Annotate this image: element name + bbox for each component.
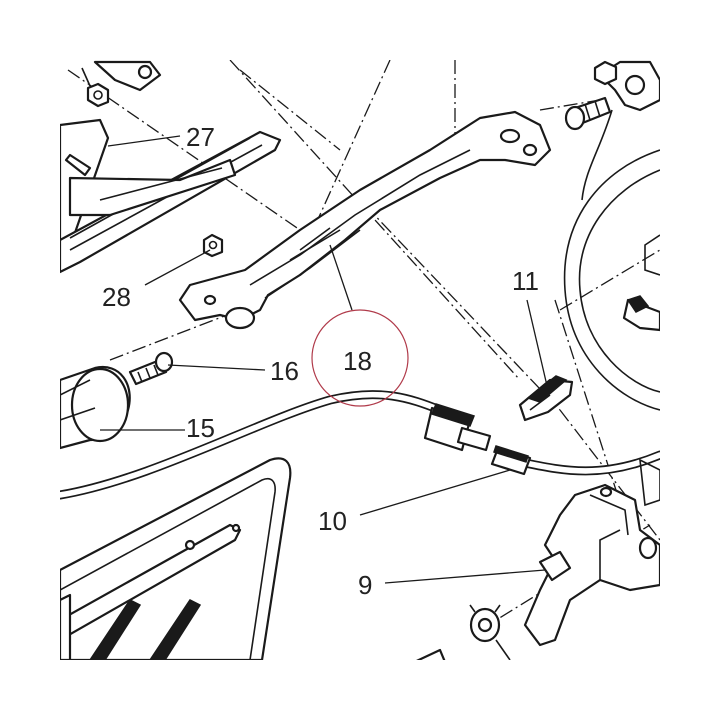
connector-pair (423, 403, 532, 476)
highlight-circle (311, 309, 409, 407)
nut-28 (202, 233, 224, 258)
callout-16: 16 (270, 356, 299, 386)
callout-10: 10 (318, 506, 347, 536)
right-cover (563, 109, 660, 411)
callout-27: 27 (186, 122, 215, 152)
upper-left-plate (60, 60, 282, 274)
callout-labels: 27 28 16 18 15 11 10 9 (102, 122, 539, 600)
cable-10 (60, 390, 660, 500)
callout-11: 11 (512, 266, 539, 296)
lower-bracket-9 (523, 458, 660, 647)
bolts-bottom (416, 604, 511, 660)
leader-lines (100, 135, 549, 584)
callout-18: 18 (343, 346, 372, 376)
right-connector (622, 295, 660, 332)
bracket-arm-18 (178, 110, 552, 330)
bolt-top-right (564, 60, 660, 131)
callout-15: 15 (186, 413, 215, 443)
callout-9: 9 (358, 570, 372, 600)
bolt-16 (128, 351, 174, 386)
cylinder-15 (60, 365, 131, 450)
license-plate-frame (60, 457, 292, 660)
callout-28: 28 (102, 282, 131, 312)
nut-top-left (81, 67, 110, 108)
